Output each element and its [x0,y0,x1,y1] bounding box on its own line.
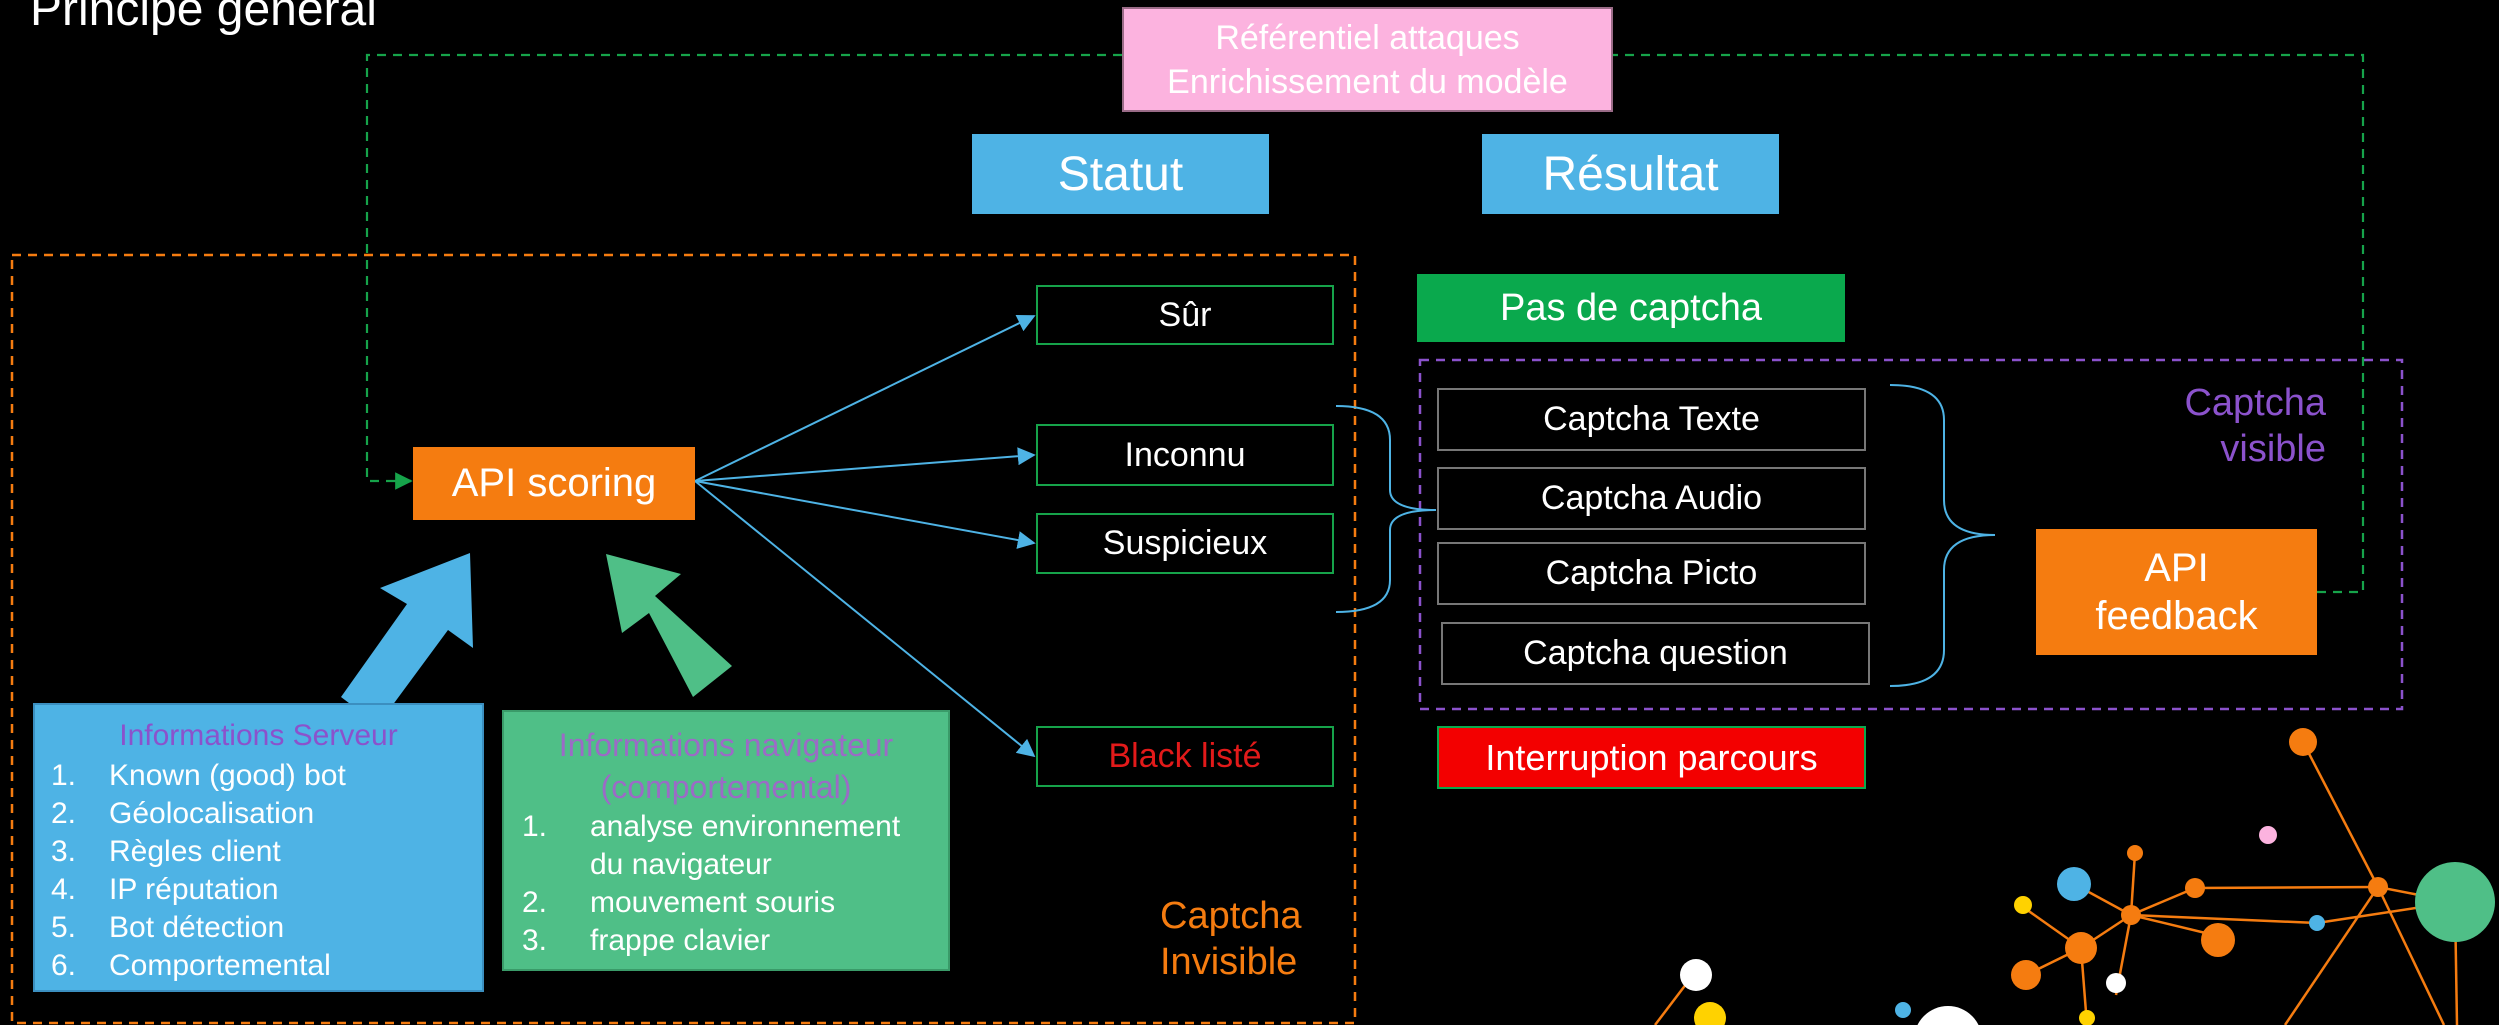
list-item-text: Géolocalisation [109,797,315,830]
captcha-invisible-label: Captcha Invisible [1160,893,1302,985]
status-black-liste: Black listé [1036,726,1334,787]
result-pas-de-captcha: Pas de captcha [1417,274,1845,342]
status-sur: Sûr [1036,285,1334,345]
referentiel-line2: Enrichissement du modèle [1167,62,1568,101]
list-item-number: 3. [51,835,77,868]
list-item: 1. analyse environnement [522,808,948,846]
api-feedback-line2: feedback [2095,594,2258,638]
list-item: 1. Known (good) bot [51,757,482,795]
status-inconnu: Inconnu [1036,424,1334,486]
list-item-text: Known (good) bot [109,759,346,792]
list-item-text: frappe clavier [590,924,771,957]
captcha-invisible-line1: Captcha [1160,895,1302,937]
list-item-text: IP réputation [109,873,279,906]
list-item-text: Comportemental [109,949,331,982]
arrow-to-suspicieux [694,480,1036,549]
api-feedback-box: API feedback [2036,529,2317,655]
list-item: du navigateur [522,846,948,884]
arrow-to-sur [694,314,1036,482]
page-title: Principe général [30,0,377,36]
list-item-text-continued: du navigateur [590,848,772,881]
list-item-number: 1. [51,759,77,792]
feedback-loop-line [365,53,2365,594]
list-item-number [522,846,590,884]
informations-serveur-box: Informations Serveur 1. Known (good) bot … [33,703,484,992]
list-item-number: 2. [522,886,548,919]
green-fat-arrow [606,554,732,697]
statut-header: Statut [972,134,1269,214]
captcha-visible-region [1418,358,2404,711]
list-item-text: Règles client [109,835,281,868]
list-item: 6. Comportemental [51,947,482,985]
informations-serveur-title: Informations Serveur [119,719,398,752]
arrow-to-black [694,480,1036,758]
list-item-number: 2. [51,797,77,830]
molecule-nodes [1680,728,2495,1025]
list-item-number: 6. [51,949,77,982]
captcha-visible-label: Captcha visible [2120,380,2326,472]
result-captcha-texte: Captcha Texte [1437,388,1866,451]
captcha-brace [1889,384,1996,687]
informations-navigateur-title-line1: Informations navigateur [558,727,894,763]
captcha-visible-line1: Captcha [2184,382,2326,424]
list-item: 3. Règles client [51,833,482,871]
result-captcha-question: Captcha question [1441,622,1870,685]
informations-navigateur-list: 1. analyse environnement du navigateur 2.… [504,808,948,960]
informations-navigateur-title-line2: (comportemental) [600,769,852,805]
blue-fat-arrow [341,553,473,725]
list-item: 5. Bot détection [51,909,482,947]
arrow-to-inconnu [694,447,1036,482]
resultat-header: Résultat [1482,134,1779,214]
status-suspicieux: Suspicieux [1036,513,1334,574]
list-item-number: 1. [522,810,548,843]
list-item-number: 5. [51,911,77,944]
referentiel-attaques-box: Référentiel attaques Enrichissement du m… [1122,7,1613,112]
captcha-invisible-line2: Invisible [1160,941,1298,983]
list-item: 3. frappe clavier [522,922,948,960]
list-item: 4. IP réputation [51,871,482,909]
api-feedback-line1: API [2144,546,2209,590]
informations-navigateur-box: Informations navigateur (comportemental)… [502,710,950,971]
status-brace [1335,405,1437,613]
informations-serveur-list: 1. Known (good) bot 2. Géolocalisation 3. R… [35,757,482,985]
captcha-visible-line2: visible [2220,428,2326,470]
list-item-number: 3. [522,924,548,957]
list-item-text: Bot détection [109,911,285,944]
list-item: 2. mouvement souris [522,884,948,922]
list-item: 2. Géolocalisation [51,795,482,833]
result-interruption-parcours: Interruption parcours [1437,726,1866,789]
list-item-text: analyse environnement [590,810,901,843]
result-captcha-picto: Captcha Picto [1437,542,1866,605]
referentiel-line1: Référentiel attaques [1215,18,1520,57]
list-item-text: mouvement souris [590,886,836,919]
list-item-number: 4. [51,873,77,906]
api-scoring-box: API scoring [413,447,695,520]
result-captcha-audio: Captcha Audio [1437,467,1866,530]
